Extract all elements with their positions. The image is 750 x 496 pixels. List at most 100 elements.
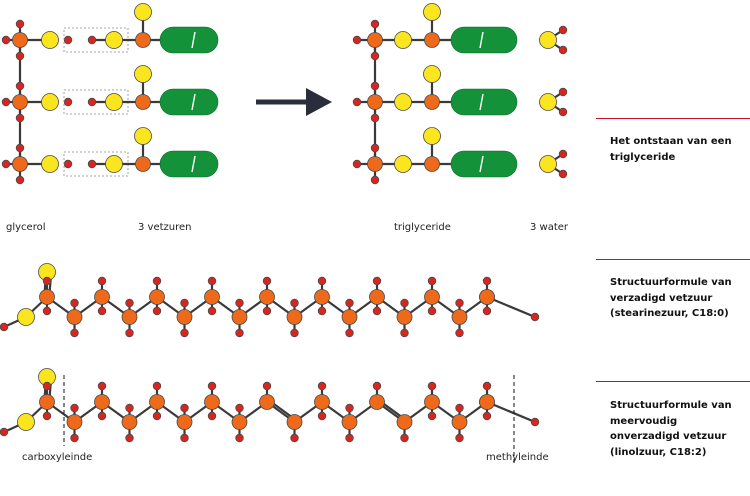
hydrogen-atom (1, 159, 11, 169)
hydrogen-atom (290, 433, 299, 443)
oxygen-atom (105, 155, 123, 173)
carbon-atom (204, 289, 220, 305)
oxygen-atom (41, 155, 59, 173)
carbon-atom (39, 394, 55, 410)
hydrogen-atom (15, 81, 25, 91)
caption-saturated: Structuurformule van verzadigd vetzuur (… (610, 277, 732, 319)
hydrogen-atom (70, 433, 79, 443)
oxygen-atom (41, 93, 59, 111)
oxygen-atom (17, 308, 35, 326)
hydrogen-atom (152, 381, 162, 391)
hydrogen-atom (558, 25, 568, 35)
hydrogen-atom (317, 276, 327, 286)
hydrogen-atom (207, 381, 217, 391)
hydrogen-atom (427, 381, 437, 391)
triglyceride-label: triglyceride (394, 222, 451, 233)
carbon-atom (424, 32, 440, 48)
hydrogen-atom (180, 403, 189, 413)
hydrogen-atom (370, 19, 380, 29)
hydrogen-atom (262, 276, 272, 286)
hydrogen-atom (87, 35, 97, 45)
oxygen-atom (423, 65, 441, 83)
hydrogen-atom (262, 306, 272, 316)
carbon-atom (12, 94, 28, 110)
hydrogen-atom (87, 159, 97, 169)
unsaturated-fatty-acid-structure (0, 368, 540, 466)
caption-divider (596, 381, 750, 382)
carbon-atom (479, 289, 495, 305)
carbon-atom (451, 414, 468, 430)
caption-divider (596, 259, 750, 260)
hydrogen-atom (427, 276, 437, 286)
hydrogen-atom (15, 113, 25, 123)
carbon-atom (259, 289, 275, 305)
oxygen-atom (394, 93, 412, 111)
hydrogen-atom (372, 306, 382, 316)
carbon-atom (121, 414, 138, 430)
hydrogen-atom (455, 433, 464, 443)
hydrogen-atom (70, 403, 79, 413)
hydrogen-atom (125, 328, 134, 338)
chain-break-mark (479, 155, 484, 173)
carbon-atom (451, 309, 468, 325)
carbon-atom (204, 394, 220, 410)
hydrogen-atom (180, 328, 189, 338)
carbon-atom (314, 289, 330, 305)
hydrogen-atom (558, 149, 568, 159)
oxygen-atom (134, 127, 152, 145)
oxygen-atom (105, 31, 123, 49)
hydrogen-atom (152, 276, 162, 286)
caption-divider (596, 118, 750, 119)
saturated-fatty-acid-structure (0, 263, 540, 338)
hydrocarbon-chain (159, 26, 219, 54)
hydrogen-atom (345, 403, 354, 413)
oxygen-atom (423, 127, 441, 145)
carbon-atom (286, 414, 303, 430)
hydrogen-atom (482, 276, 492, 286)
hydrogen-atom (207, 276, 217, 286)
carbon-atom (367, 156, 383, 172)
chain-break-mark (191, 93, 196, 111)
hydrogen-atom (97, 411, 107, 421)
caption-formation: Het ontstaan van een triglyceride (610, 136, 732, 163)
hydrogen-atom (15, 19, 25, 29)
oxygen-atom (41, 31, 59, 49)
bond-line (486, 295, 536, 319)
hydrogen-atom (15, 175, 25, 185)
carbon-atom (314, 394, 330, 410)
carbon-atom (94, 289, 110, 305)
hydrogen-atom (400, 433, 409, 443)
chain-break-mark (191, 31, 196, 49)
hydrogen-atom (427, 306, 437, 316)
hydrocarbon-chain (159, 88, 219, 116)
hydrogen-atom (1, 35, 11, 45)
hydrogen-atom (290, 328, 299, 338)
hydrogen-atom (530, 417, 540, 427)
hydrogen-atom (352, 35, 362, 45)
hydrocarbon-chain (159, 150, 219, 178)
reaction-arrow-head (306, 88, 332, 116)
hydrogen-atom (455, 403, 464, 413)
hydrogen-atom (558, 45, 568, 55)
oxygen-atom (539, 93, 557, 111)
water-label: 3 water (530, 222, 569, 233)
carbon-atom (66, 414, 83, 430)
carbon-atom (176, 414, 193, 430)
hydrogen-atom (558, 107, 568, 117)
hydrogen-atom (400, 328, 409, 338)
hydrogen-atom (15, 143, 25, 153)
hydrogen-atom (125, 403, 134, 413)
hydrogen-atom (400, 298, 409, 308)
carbon-atom (367, 32, 383, 48)
hydrogen-atom (345, 433, 354, 443)
hydrogen-atom (482, 411, 492, 421)
chain-break-mark (191, 155, 196, 173)
carbon-atom (231, 309, 248, 325)
carbon-atom (424, 394, 440, 410)
hydrogen-atom (207, 306, 217, 316)
carbon-atom (424, 289, 440, 305)
carbon-atom (231, 414, 248, 430)
hydrogen-atom (152, 306, 162, 316)
bond-line (486, 400, 536, 424)
